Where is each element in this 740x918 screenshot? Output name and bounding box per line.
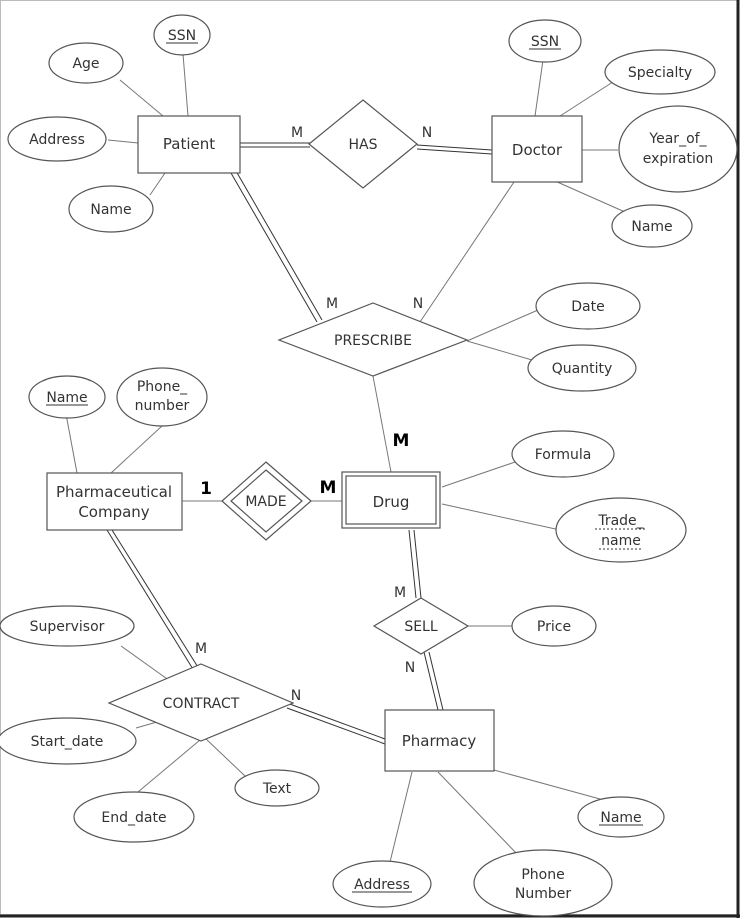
attribute-links xyxy=(65,53,626,863)
attribute-label-line1: Trade_ xyxy=(597,513,644,529)
attribute-label: Price xyxy=(537,619,571,635)
attribute-label: Address xyxy=(29,132,85,148)
attribute-label: Age xyxy=(72,56,99,72)
attribute-patient-address[interactable]: Address xyxy=(7,116,107,162)
attribute-drug-trade-name[interactable]: Trade_ name xyxy=(555,497,687,563)
relationship-sell[interactable]: SELL xyxy=(372,597,470,655)
attribute-pharmacy-phone-number[interactable]: Phone Number xyxy=(473,849,613,917)
relationship-made[interactable]: MADE xyxy=(221,461,312,541)
attribute-label-line1: Year_of_ xyxy=(648,131,707,147)
cardinality-contract-company: M xyxy=(195,641,207,657)
entity-doctor[interactable]: Doctor xyxy=(491,115,583,183)
attribute-label-line2: Number xyxy=(515,886,571,902)
attribute-doctor-name[interactable]: Name xyxy=(611,204,693,248)
relationship-prescribe[interactable]: PRESCRIBE xyxy=(277,302,469,377)
entity-label: Patient xyxy=(163,135,215,153)
entity-label: Drug xyxy=(373,493,410,511)
attribute-label: End_date xyxy=(101,810,166,826)
cardinality-contract-pharmacy: N xyxy=(291,688,301,704)
cardinality-prescribe-drug: M xyxy=(393,431,410,451)
attribute-label: SSN xyxy=(531,34,559,50)
entity-label-line1: Pharmaceutical xyxy=(56,483,172,501)
relationship-label: PRESCRIBE xyxy=(334,333,412,349)
attribute-label: Specialty xyxy=(628,65,692,81)
attribute-drug-formula[interactable]: Formula xyxy=(511,430,615,478)
attribute-contract-end-date[interactable]: End_date xyxy=(73,791,195,843)
entity-patient[interactable]: Patient xyxy=(137,115,241,174)
attribute-sell-price[interactable]: Price xyxy=(511,605,597,647)
cardinality-labels: M N M N M 1 M M N M N xyxy=(195,125,432,704)
attribute-company-phone-number[interactable]: Phone_ number xyxy=(116,367,208,427)
attribute-contract-start-date[interactable]: Start_date xyxy=(0,717,137,765)
relationship-has[interactable]: HAS xyxy=(308,99,418,189)
cardinality-sell-pharmacy: N xyxy=(405,660,415,676)
attribute-label: Formula xyxy=(535,447,592,463)
attribute-label: SSN xyxy=(168,28,196,44)
cardinality-has-doctor: N xyxy=(422,125,432,141)
relationship-label: SELL xyxy=(404,619,438,635)
attribute-contract-text[interactable]: Text xyxy=(234,769,320,807)
cardinality-prescribe-patient: M xyxy=(326,296,338,312)
entity-pharmacy[interactable]: Pharmacy xyxy=(384,709,495,772)
attribute-label: Name xyxy=(631,219,672,235)
attribute-label: Quantity xyxy=(552,361,613,377)
attribute-label-line1: Phone xyxy=(521,867,564,883)
attribute-label: Address xyxy=(354,877,410,893)
entity-label: Doctor xyxy=(512,141,563,159)
cardinality-made-company: 1 xyxy=(200,479,212,499)
attribute-label-line1: Phone_ xyxy=(137,379,188,395)
entity-pharmaceutical-company[interactable]: Pharmaceutical Company xyxy=(46,472,183,531)
attribute-doctor-ssn[interactable]: SSN xyxy=(508,19,582,63)
relationship-label: CONTRACT xyxy=(163,696,240,712)
cardinality-prescribe-doctor: N xyxy=(413,296,423,312)
attribute-patient-name[interactable]: Name xyxy=(68,185,154,233)
attribute-label: Supervisor xyxy=(30,619,105,635)
attribute-label-line2: number xyxy=(135,398,190,414)
cardinality-has-patient: M xyxy=(291,125,303,141)
entity-label: Pharmacy xyxy=(402,732,477,750)
attribute-label: Name xyxy=(90,202,131,218)
attribute-doctor-specialty[interactable]: Specialty xyxy=(604,49,716,95)
relationship-label: HAS xyxy=(349,137,378,153)
attribute-contract-supervisor[interactable]: Supervisor xyxy=(0,605,135,647)
attribute-label: Name xyxy=(46,390,87,406)
attribute-prescribe-date[interactable]: Date xyxy=(535,282,641,330)
entity-label-line2: Company xyxy=(78,503,149,521)
attribute-patient-age[interactable]: Age xyxy=(48,42,124,84)
attribute-pharmacy-name[interactable]: Name xyxy=(577,796,665,838)
entity-drug[interactable]: Drug xyxy=(341,471,441,529)
attribute-label-line2: expiration xyxy=(643,151,714,167)
attribute-label: Start_date xyxy=(31,734,104,750)
attribute-label: Text xyxy=(262,781,292,797)
attribute-patient-ssn[interactable]: SSN xyxy=(153,14,211,56)
relationship-links xyxy=(106,142,515,745)
relationship-contract[interactable]: CONTRACT xyxy=(107,663,295,742)
attribute-pharmacy-address[interactable]: Address xyxy=(332,860,432,908)
cardinality-made-drug: M xyxy=(320,478,337,498)
attribute-label-line2: name xyxy=(601,533,641,549)
attribute-prescribe-quantity[interactable]: Quantity xyxy=(527,344,637,392)
attribute-label: Date xyxy=(571,299,604,315)
cardinality-sell-drug: M xyxy=(394,585,406,601)
relationship-label: MADE xyxy=(245,494,286,510)
attribute-label: Name xyxy=(600,810,641,826)
attribute-doctor-year-of-expiration[interactable]: Year_of_ expiration xyxy=(618,105,738,193)
attribute-company-name[interactable]: Name xyxy=(28,375,106,419)
